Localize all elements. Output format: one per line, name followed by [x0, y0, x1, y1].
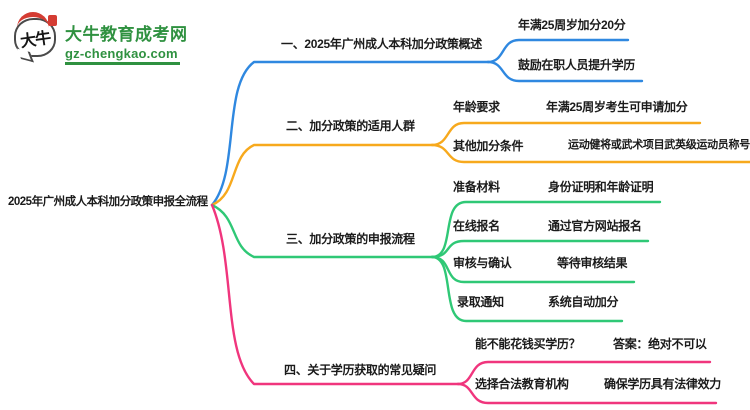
site-url: gz-chengkao.com: [65, 46, 180, 65]
sub-node: 录取通知: [457, 295, 504, 309]
branch-4-connector: [210, 203, 460, 386]
leaf-node: 年满25周岁考生可申请加分: [546, 100, 688, 114]
leaf-node: 身份证明和年龄证明: [548, 180, 654, 194]
branch-3-fork-1: [430, 200, 662, 259]
sub-node: 审核与确认: [453, 256, 512, 270]
branch-1-fork-2: [486, 60, 644, 83]
leaf-node: 运动健将或武术项目武英级运动员称号: [568, 139, 750, 151]
branch-2-fork-1: [430, 121, 702, 147]
leaf-node: 答案：绝对不可以: [613, 337, 707, 351]
sub-node: 能不能花钱买学历？: [475, 337, 581, 351]
leaf-node: 年满25周岁加分20分: [518, 18, 626, 32]
logo-red-arc-icon: [17, 12, 49, 28]
branch-1-fork-1: [486, 38, 630, 64]
logo-bubble-text: 大牛: [19, 29, 52, 51]
leaf-node: 通过官方网站报名: [548, 219, 642, 233]
site-logo: 大牛 大牛教育成考网 gz-chengkao.com: [14, 12, 188, 65]
branch-4-fork-1: [456, 360, 712, 386]
branch-3-title: 三、加分政策的申报流程: [286, 232, 415, 246]
logo-text-block: 大牛教育成考网 gz-chengkao.com: [65, 20, 188, 65]
branch-1-title: 一、2025年广州成人本科加分政策概述: [281, 37, 482, 51]
logo-seal-icon: [48, 15, 57, 26]
branch-1-connector: [210, 60, 490, 207]
branch-2-connector: [210, 143, 434, 207]
site-name: 大牛教育成考网: [65, 25, 188, 44]
branch-3-fork-4: [430, 255, 624, 323]
leaf-node: 确保学历具有法律效力: [604, 377, 722, 391]
branch-2-title: 二、加分政策的适用人群: [286, 119, 415, 133]
branch-4-fork-2: [456, 382, 718, 405]
branch-4-title: 四、关于学历获取的常见疑问: [284, 363, 437, 377]
sub-node: 其他加分条件: [453, 139, 524, 153]
sub-node: 准备材料: [453, 180, 500, 194]
leaf-node: 等待审核结果: [557, 256, 628, 270]
leaf-node: 鼓励在职人员提升学历: [518, 58, 636, 72]
root-node: 2025年广州成人本科加分政策申报全流程: [8, 196, 208, 208]
branch-3-fork-2: [430, 239, 650, 259]
logo-bull-bubble-icon: 大牛: [14, 12, 57, 57]
sub-node: 年龄要求: [453, 100, 500, 114]
branch-3-connector: [210, 203, 434, 259]
leaf-node: 系统自动加分: [548, 295, 619, 309]
sub-node: 选择合法教育机构: [475, 377, 569, 391]
sub-node: 在线报名: [453, 219, 500, 233]
branch-2-fork-2: [430, 143, 750, 164]
